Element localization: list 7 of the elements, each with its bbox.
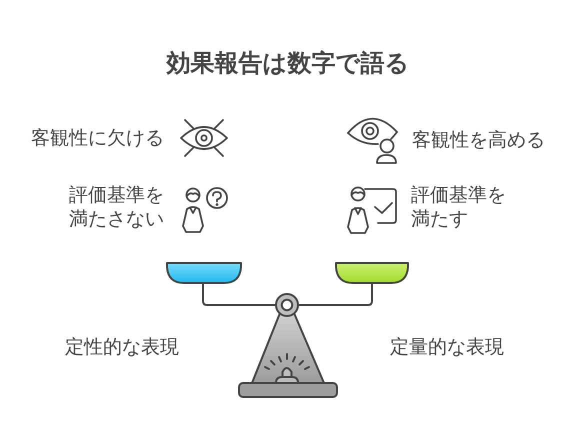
label: 客観性を高める xyxy=(412,128,545,152)
label: 評価基準を満たす xyxy=(411,183,507,231)
label: 定量的な表現 xyxy=(390,335,504,359)
title: 効果報告は数字で語る xyxy=(166,48,410,78)
label: 評価基準を満たさない xyxy=(68,183,164,231)
label: 客観性に欠ける xyxy=(31,126,164,150)
label: 定性的な表現 xyxy=(65,335,179,359)
